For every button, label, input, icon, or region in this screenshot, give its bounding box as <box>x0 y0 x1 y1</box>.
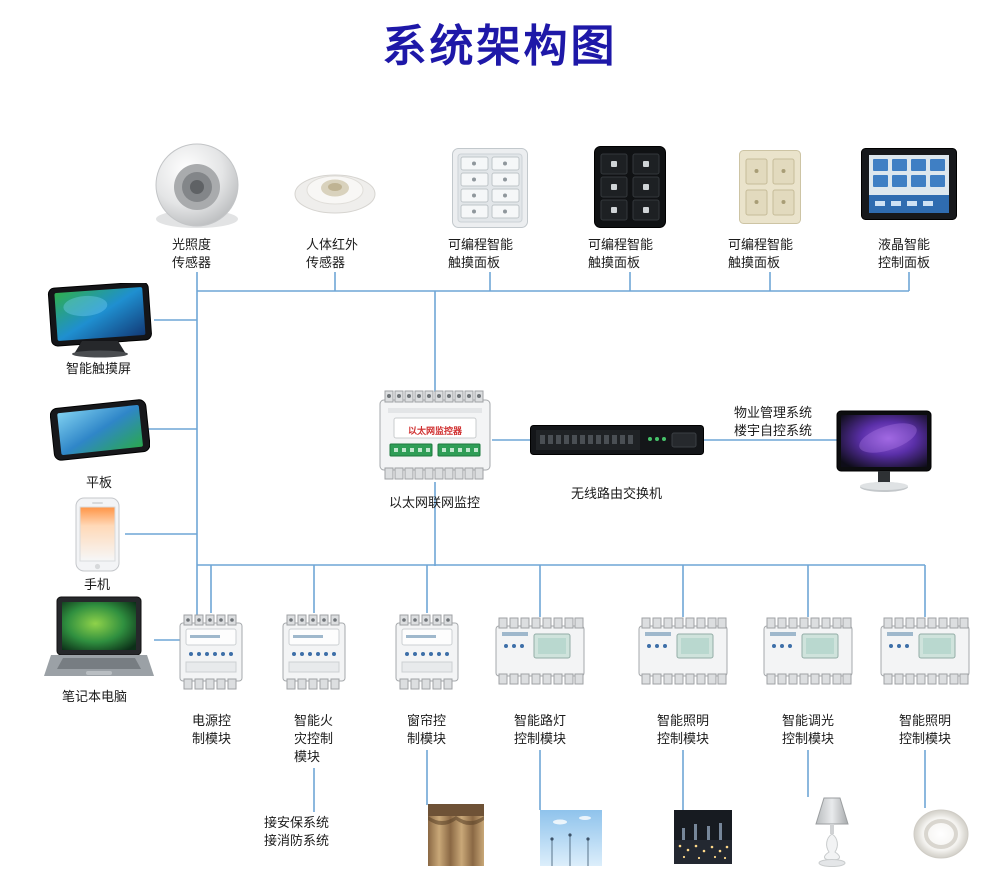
curtain-photo-icon <box>428 804 484 866</box>
curtain-control-module-label: 窗帘控 制模块 <box>407 713 447 746</box>
pir-sensor-icon <box>293 158 378 220</box>
power-control-module-label: 电源控 制模块 <box>192 713 232 746</box>
fire-control-module-icon <box>281 612 347 692</box>
ceiling-light-icon <box>912 808 970 860</box>
smart-touchscreen-icon <box>46 283 154 358</box>
touch-panel-white-icon <box>452 148 528 228</box>
wireless-router-icon <box>530 422 704 458</box>
laptop-icon <box>44 596 154 684</box>
phone-label: 手机 <box>84 577 111 592</box>
table-lamp-icon <box>810 796 854 868</box>
tablet-label: 平板 <box>86 475 113 490</box>
security-fire-system-note: 接安保系统 接消防系统 <box>264 815 330 848</box>
lighting-control-module2-label: 智能照明 控制模块 <box>899 713 952 746</box>
light-sensor-label: 光照度 传感器 <box>172 237 212 270</box>
sky-lights-photo-icon <box>540 810 602 866</box>
pir-sensor-label: 人体红外 传感器 <box>306 237 359 270</box>
lcd-control-panel-icon <box>861 148 957 220</box>
ethernet-gateway-icon <box>378 388 492 482</box>
lighting-control-module-icon <box>637 616 729 686</box>
touch-panel-beige-icon <box>739 150 801 224</box>
power-control-module-icon <box>178 612 244 692</box>
laptop-label: 笔记本电脑 <box>62 689 128 704</box>
desktop-monitor-icon <box>836 410 932 494</box>
lcd-panel-label: 液晶智能 控制面板 <box>878 237 931 270</box>
streetlight-control-module-icon <box>494 616 586 686</box>
gateway-label: 以太网联网监控 <box>389 495 481 510</box>
lighting-control-module-label: 智能照明 控制模块 <box>657 713 710 746</box>
touch-panel-beige-label: 可编程智能 触摸面板 <box>728 237 794 270</box>
dimming-control-module-label: 智能调光 控制模块 <box>782 713 835 746</box>
dome-light-sensor-icon <box>150 142 245 230</box>
dimming-control-module-icon <box>762 616 854 686</box>
management-system-text: 物业管理系统 楼宇自控系统 <box>734 405 813 438</box>
fire-control-module-label: 智能火 灾控制 模块 <box>294 713 334 764</box>
gateway-device-text: 以太网监控器 <box>407 426 462 436</box>
phone-icon <box>70 497 125 572</box>
page-title: 系统架构图 <box>382 22 618 71</box>
streetlight-control-module-label: 智能路灯 控制模块 <box>514 713 567 746</box>
lighting-control-module2-icon <box>879 616 971 686</box>
touch-panel-black-icon <box>594 146 666 228</box>
curtain-control-module-icon <box>394 612 460 692</box>
touch-panel-white-label: 可编程智能 触摸面板 <box>448 237 514 270</box>
tablet-icon <box>50 396 150 462</box>
router-label: 无线路由交换机 <box>571 486 663 501</box>
night-city-photo-icon <box>674 810 732 864</box>
touchscreen-label: 智能触摸屏 <box>66 361 132 376</box>
touch-panel-black-label: 可编程智能 触摸面板 <box>588 237 654 270</box>
